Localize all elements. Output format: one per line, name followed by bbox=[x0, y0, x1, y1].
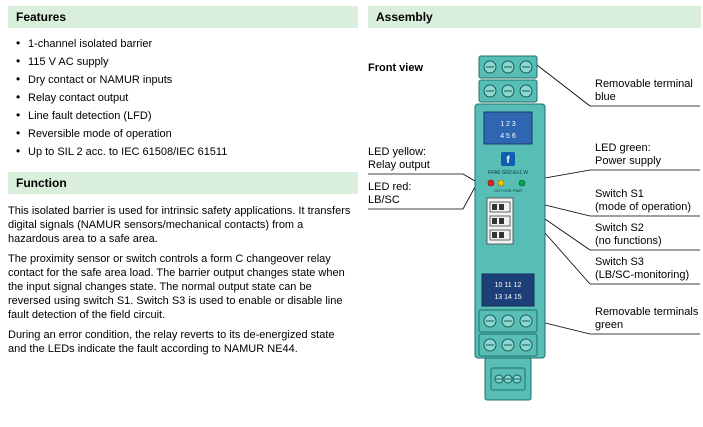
callout-led-red: LED red: LB/SC bbox=[368, 181, 468, 207]
top-terminal-numbers-row1: 1 2 3 bbox=[500, 121, 516, 128]
led-green-icon bbox=[518, 179, 526, 187]
feature-item-label: Relay contact output bbox=[28, 92, 129, 104]
led-indicators: OUT CHK PWR bbox=[487, 179, 526, 193]
brand-logo-icon: f bbox=[501, 152, 515, 166]
device-front-view-drawing: 1 2 3 4 5 6 f KFA6-SR2-Ex1.W OUT CHK PWR bbox=[368, 55, 700, 401]
feature-item: 115 V AC supply bbox=[14, 55, 358, 68]
callout-line2: LB/SC bbox=[368, 194, 400, 206]
features-list: 1-channel isolated barrier 115 V AC supp… bbox=[8, 37, 358, 158]
callout-led-yellow: LED yellow: Relay output bbox=[368, 146, 468, 172]
feature-item: Up to SIL 2 acc. to IEC 61508/IEC 61511 bbox=[14, 145, 358, 158]
callout-line2: (LB/SC-monitoring) bbox=[595, 269, 690, 281]
callout-line1: LED red: bbox=[368, 181, 412, 193]
callout-line2: Power supply bbox=[595, 155, 662, 167]
led-labels: OUT CHK PWR bbox=[494, 188, 522, 193]
callout-line2: green bbox=[595, 319, 624, 331]
front-view-label: Front view bbox=[368, 62, 424, 74]
feature-item-label: Dry contact or NAMUR inputs bbox=[28, 74, 173, 86]
dip-switch-block bbox=[486, 197, 514, 245]
top-terminal-number-panel: 1 2 3 4 5 6 bbox=[483, 111, 533, 145]
function-paragraph: This isolated barrier is used for intrin… bbox=[8, 205, 351, 245]
feature-item: Relay contact output bbox=[14, 91, 358, 104]
callout-line1: LED yellow: bbox=[368, 146, 427, 158]
function-header: Function bbox=[8, 172, 358, 194]
left-column: Features 1-channel isolated barrier 115 … bbox=[8, 6, 358, 362]
function-text: This isolated barrier is used for intrin… bbox=[8, 204, 354, 356]
feature-item-label: Up to SIL 2 acc. to IEC 61508/IEC 61511 bbox=[28, 146, 228, 158]
assembly-header: Assembly bbox=[368, 6, 701, 28]
bottom-terminal-blocks bbox=[478, 309, 538, 357]
feature-item: Line fault detection (LFD) bbox=[14, 109, 358, 122]
callout-switch-s2: Switch S2 (no functions) bbox=[595, 222, 701, 248]
svg-text:f: f bbox=[506, 155, 510, 166]
bottom-terminal-numbers-row1: 10 11 12 bbox=[495, 282, 522, 289]
feature-item-label: 1-channel isolated barrier bbox=[28, 38, 153, 50]
top-terminal-numbers-row2: 4 5 6 bbox=[500, 133, 516, 140]
callout-line1: Switch S2 bbox=[595, 222, 644, 234]
callout-line2: blue bbox=[595, 91, 616, 103]
bottom-terminal-numbers-row2: 13 14 15 bbox=[494, 294, 521, 301]
callout-led-green: LED green: Power supply bbox=[595, 142, 701, 168]
right-column: Assembly bbox=[368, 6, 701, 427]
assembly-diagram: 1 2 3 4 5 6 f KFA6-SR2-Ex1.W OUT CHK PWR bbox=[368, 50, 701, 427]
feature-item-label: Reversible mode of operation bbox=[28, 128, 172, 140]
feature-item-label: 115 V AC supply bbox=[28, 56, 109, 68]
callout-line2: (mode of operation) bbox=[595, 201, 691, 213]
led-red-icon bbox=[487, 179, 495, 187]
function-paragraph: The proximity sensor or switch controls … bbox=[8, 253, 345, 321]
feature-item-label: Line fault detection (LFD) bbox=[28, 110, 152, 122]
callout-removable-terminals-green: Removable terminals green bbox=[595, 306, 701, 332]
top-terminal-blocks bbox=[478, 55, 538, 103]
callout-line1: LED green: bbox=[595, 142, 651, 154]
callout-line1: Switch S3 bbox=[595, 256, 644, 268]
callout-line2: Relay output bbox=[368, 159, 430, 171]
function-paragraph: During an error condition, the relay rev… bbox=[8, 329, 335, 355]
callout-line2: (no functions) bbox=[595, 235, 662, 247]
callout-line1: Removable terminals bbox=[595, 306, 699, 318]
led-yellow-icon bbox=[497, 179, 505, 187]
callout-switch-s1: Switch S1 (mode of operation) bbox=[595, 188, 701, 214]
bottom-terminal-number-panel: 10 11 12 13 14 15 bbox=[481, 273, 535, 307]
callout-removable-terminal-blue: Removable terminal blue bbox=[595, 78, 701, 104]
device-model-label: KFA6-SR2-Ex1.W bbox=[488, 170, 528, 176]
callout-line1: Switch S1 bbox=[595, 188, 644, 200]
feature-item: Reversible mode of operation bbox=[14, 127, 358, 140]
callout-switch-s3: Switch S3 (LB/SC-monitoring) bbox=[595, 256, 701, 282]
callout-line1: Removable terminal bbox=[595, 78, 693, 90]
feature-item: Dry contact or NAMUR inputs bbox=[14, 73, 358, 86]
feature-item: 1-channel isolated barrier bbox=[14, 37, 358, 50]
callout-lines bbox=[368, 64, 700, 335]
features-header: Features bbox=[8, 6, 358, 28]
device-bottom-tail bbox=[484, 357, 532, 401]
